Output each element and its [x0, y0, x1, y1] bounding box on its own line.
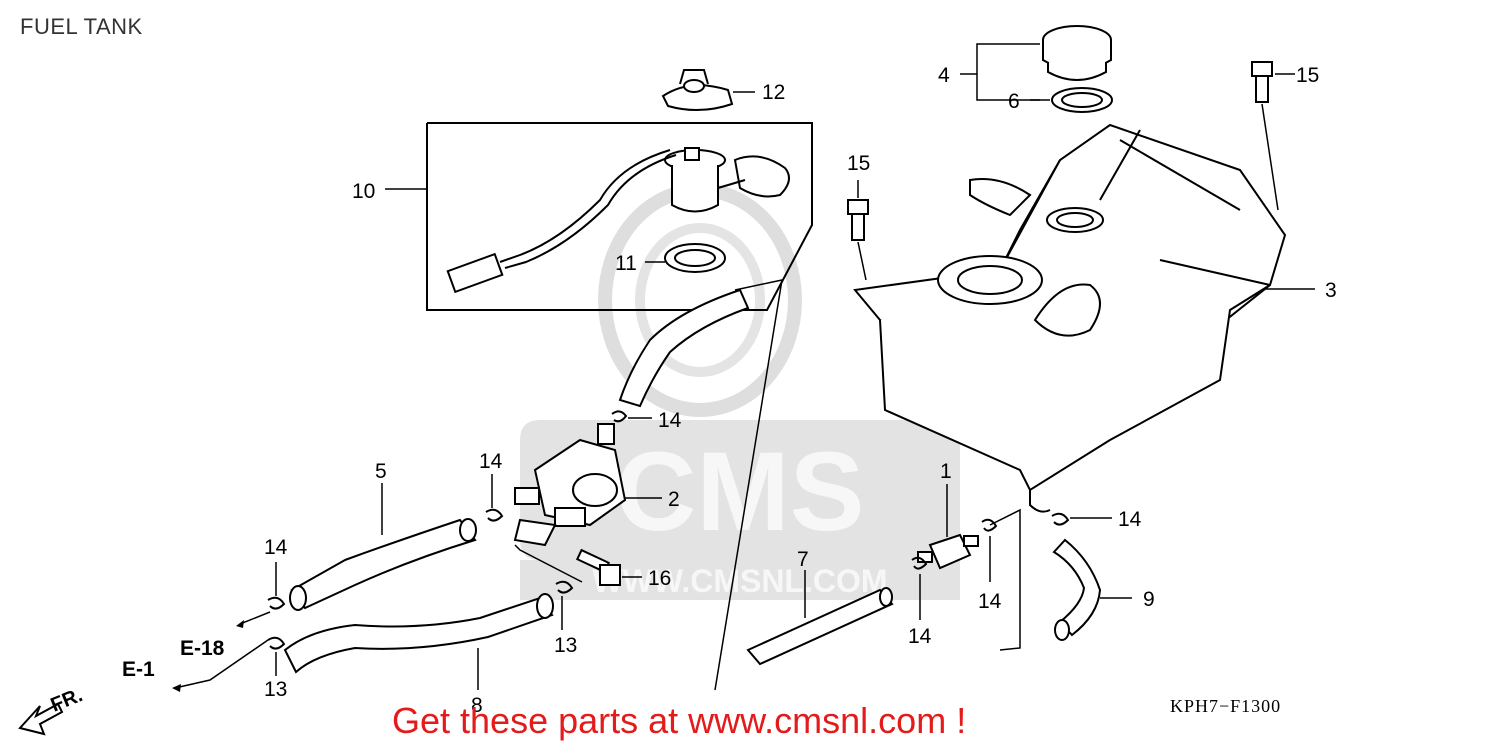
- callout-15-right: 15: [1296, 64, 1319, 87]
- callout-11: 11: [615, 252, 637, 275]
- clip-13-right: [555, 580, 574, 594]
- callout-14-right: 14: [1118, 508, 1142, 531]
- callout-4: 4: [938, 64, 950, 87]
- callout-13-left: 13: [264, 678, 287, 701]
- clip-14-center: [485, 508, 504, 522]
- callout-13-right: 13: [554, 634, 577, 657]
- callout-14-filter-left: 14: [908, 625, 932, 648]
- part-5-hose: [289, 518, 477, 611]
- callout-3: 3: [1325, 279, 1337, 302]
- part-12-set-ring: [661, 69, 734, 112]
- ref-e18: E-18: [180, 637, 225, 660]
- part-9-hose: [1052, 538, 1102, 641]
- front-arrow: [18, 702, 64, 736]
- callout-14-center: 14: [479, 450, 503, 473]
- part-11-packing: [664, 243, 726, 273]
- callout-5: 5: [375, 460, 387, 483]
- leader-15-left-down: [857, 241, 867, 281]
- callout-14-top: 14: [658, 409, 682, 432]
- arrow-heads: [172, 620, 244, 692]
- clip-14-filter-left: [911, 556, 928, 570]
- part-16-bolt: [575, 548, 621, 586]
- diagram-title: FUEL TANK: [20, 14, 143, 39]
- callout-7: 7: [797, 548, 809, 571]
- callout-labels: 12 10 11 4 6 15 15 3 14 2 16 5 14 14 13 …: [48, 64, 1337, 717]
- part-6-cap-packing: [1051, 87, 1113, 113]
- ref-arrows: [174, 611, 271, 689]
- part-8-hose: [283, 593, 554, 674]
- part-10-fuel-unit: [446, 147, 790, 294]
- hose-upper-tube: [618, 288, 750, 408]
- callout-14-left: 14: [264, 536, 288, 559]
- clip-14-right: [1051, 512, 1070, 526]
- callout-1: 1: [940, 460, 952, 483]
- part-2-fuel-valve: [513, 423, 627, 547]
- valve-bracket: [514, 544, 583, 583]
- diagram-code: KPH7−F1300: [1170, 696, 1282, 716]
- part-10-group-box: [426, 122, 813, 311]
- clip-14-left: [267, 596, 286, 610]
- callout-10: 10: [352, 180, 375, 203]
- callout-15-left: 15: [847, 152, 870, 175]
- part-15-bolt-left: [847, 199, 869, 241]
- part-7-tube: [746, 587, 894, 666]
- callout-12: 12: [762, 81, 785, 104]
- ref-e1: E-1: [122, 658, 155, 681]
- clip-14-filter-right: [981, 518, 998, 532]
- part-4-fuel-cap: [1042, 25, 1112, 81]
- callout-6: 6: [1008, 90, 1020, 113]
- leader-15-right-down: [1261, 103, 1279, 211]
- leader-4-6: [976, 43, 1040, 101]
- callout-2: 2: [668, 488, 680, 511]
- promo-link-text[interactable]: Get these parts at www.cmsnl.com !: [392, 700, 967, 741]
- clip-14-top: [611, 410, 628, 423]
- callout-9: 9: [1143, 588, 1155, 611]
- ref-front: FR.: [48, 684, 86, 716]
- callout-14-filter-right: 14: [978, 590, 1002, 613]
- callout-16: 16: [648, 567, 671, 590]
- part-15-bolt-right: [1251, 61, 1273, 103]
- callout-8: 8: [471, 694, 483, 717]
- watermark-url: WWW.CMSNL.COM: [592, 563, 887, 599]
- clip-13-left: [267, 636, 286, 650]
- part-3-fuel-tank: [853, 123, 1287, 513]
- hose-bracket-lines: [714, 279, 783, 691]
- filter-bracket: [989, 508, 1021, 651]
